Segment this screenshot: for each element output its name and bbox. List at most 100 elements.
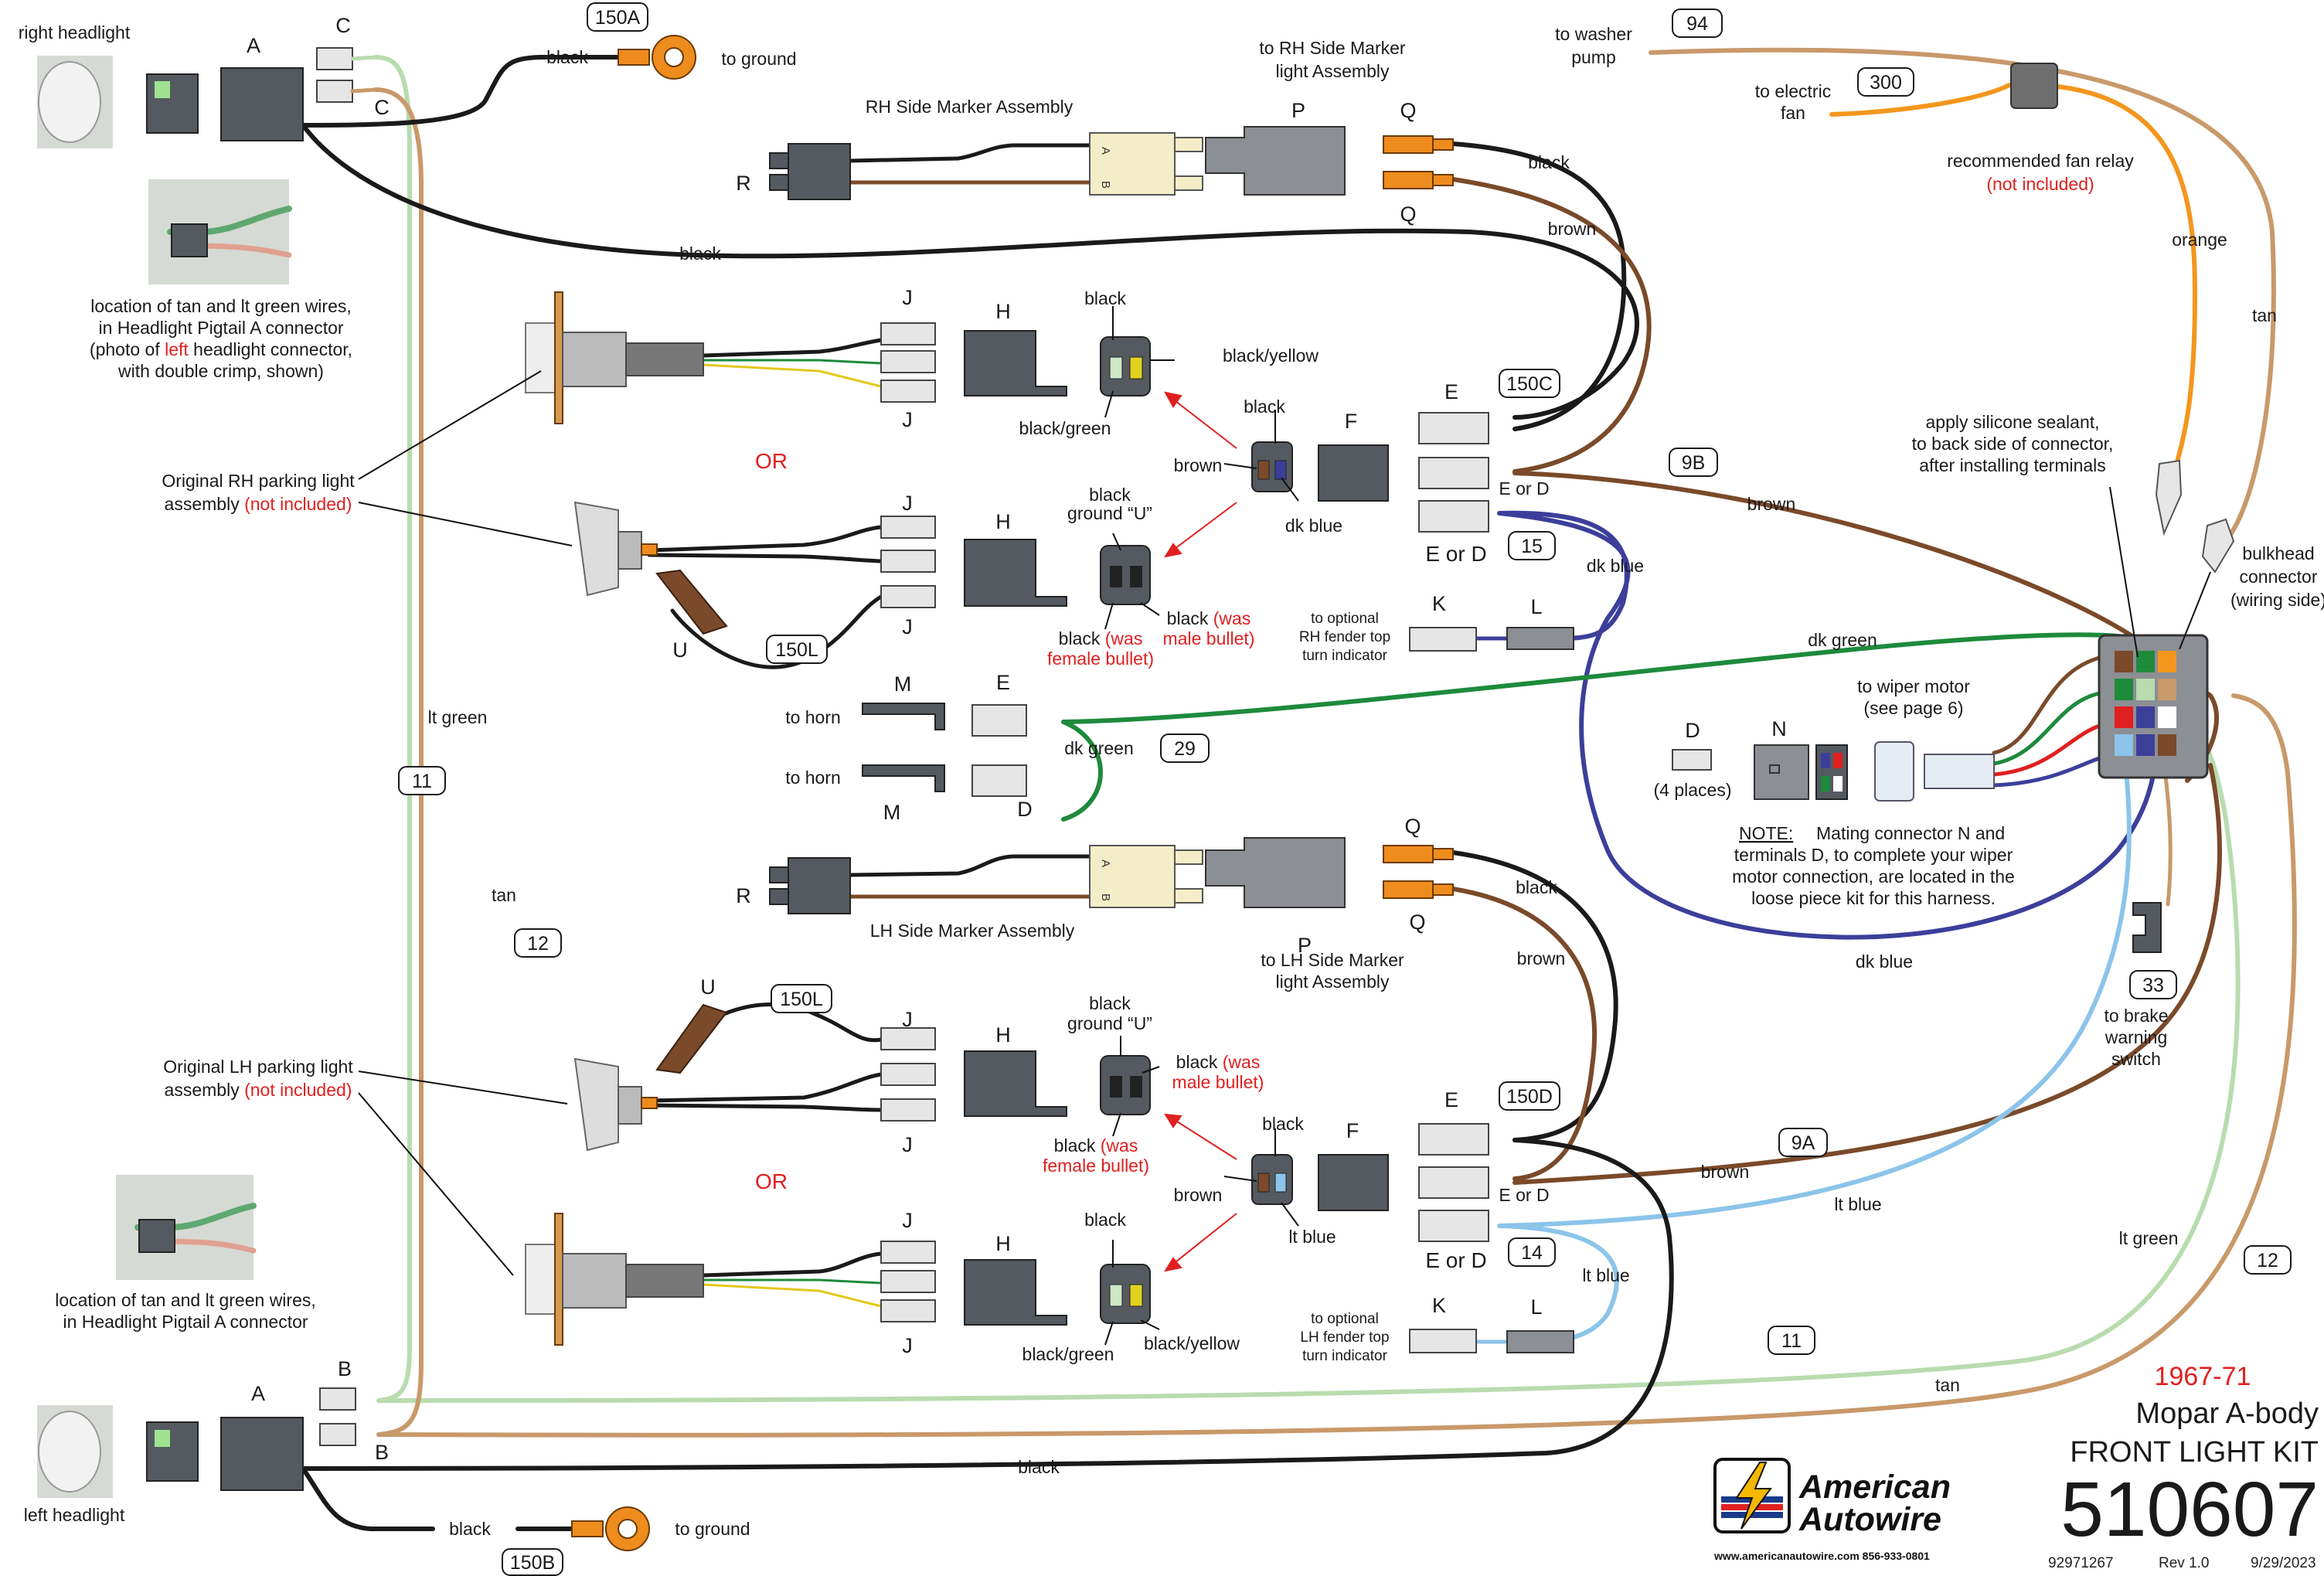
svg-text:P: P bbox=[1298, 934, 1312, 957]
rh-parkb-black1 bbox=[647, 525, 883, 553]
svg-text:RH Side Marker Assembly: RH Side Marker Assembly bbox=[866, 97, 1074, 117]
svg-text:NOTE:: NOTE: bbox=[1739, 823, 1793, 843]
svg-text:OR: OR bbox=[755, 449, 788, 473]
black-ground-top-wire bbox=[301, 55, 621, 128]
svg-text:D: D bbox=[1017, 798, 1033, 821]
brown-9a-wire bbox=[1512, 763, 2222, 1185]
svg-text:black: black bbox=[449, 1519, 491, 1539]
svg-text:29: 29 bbox=[1174, 738, 1196, 760]
svg-text:lt blue: lt blue bbox=[1834, 1194, 1881, 1214]
tag-12-bottom: 12 bbox=[2244, 1245, 2292, 1275]
svg-text:E or D: E or D bbox=[1499, 478, 1549, 499]
svg-text:J: J bbox=[902, 286, 913, 309]
tag-150l-rh: 150L bbox=[766, 635, 828, 664]
terminal-b2 bbox=[319, 1423, 356, 1446]
svg-text:LH fender top: LH fender top bbox=[1300, 1329, 1389, 1346]
svg-text:to ground: to ground bbox=[675, 1519, 750, 1539]
k-l-parts bbox=[1409, 627, 1574, 1353]
svg-text:loose piece kit for this harne: loose piece kit for this harness. bbox=[1751, 888, 1996, 908]
svg-text:B: B bbox=[1099, 181, 1112, 189]
svg-text:14: 14 bbox=[1521, 1242, 1543, 1264]
lh-park-green bbox=[702, 1278, 883, 1285]
svg-text:black: black bbox=[546, 47, 588, 67]
socket-lh-top bbox=[1100, 1055, 1151, 1115]
svg-text:black (was: black (was bbox=[1059, 628, 1143, 648]
svg-text:lt blue: lt blue bbox=[1288, 1227, 1336, 1247]
svg-text:Q: Q bbox=[1400, 99, 1416, 122]
svg-text:B: B bbox=[375, 1441, 389, 1464]
svg-text:(wiring side): (wiring side) bbox=[2230, 590, 2324, 610]
svg-text:F: F bbox=[1345, 410, 1358, 433]
title-year: 1967-71 bbox=[2154, 1362, 2251, 1391]
tag-12-top: 12 bbox=[514, 928, 562, 958]
svg-text:E or D: E or D bbox=[1425, 1248, 1486, 1272]
c1-tail bbox=[350, 55, 378, 61]
svg-text:A: A bbox=[251, 1382, 265, 1405]
svg-text:M: M bbox=[894, 672, 912, 696]
svg-text:assembly (not included): assembly (not included) bbox=[165, 1080, 352, 1100]
wires bbox=[301, 47, 2297, 1531]
svg-text:apply silicone sealant,: apply silicone sealant, bbox=[1925, 412, 2099, 432]
tag-150l-lh: 150L bbox=[771, 984, 832, 1013]
ground-ring-150a bbox=[618, 35, 696, 80]
svg-text:turn indicator: turn indicator bbox=[1302, 648, 1388, 664]
svg-text:(4 places): (4 places) bbox=[1654, 780, 1732, 800]
svg-text:black: black bbox=[1516, 877, 1557, 897]
rh-park-yellow bbox=[702, 363, 883, 388]
svg-text:motor connection, are located: motor connection, are located in the bbox=[1732, 866, 2015, 887]
svg-text:P: P bbox=[1291, 99, 1305, 122]
wiper-red bbox=[1992, 720, 2112, 777]
title-model: Mopar A-body bbox=[2135, 1397, 2319, 1430]
svg-text:orange: orange bbox=[2172, 230, 2227, 250]
j-terminal-groups bbox=[880, 322, 936, 1322]
j-group-1 bbox=[880, 322, 936, 403]
svg-text:terminals D, to complete your: terminals D, to complete your wiper bbox=[1734, 845, 2013, 865]
connector-a-bottom bbox=[220, 1417, 304, 1491]
svg-text:A: A bbox=[1099, 859, 1112, 867]
u-ground-plug bbox=[655, 569, 728, 635]
svg-text:with double crimp, shown): with double crimp, shown) bbox=[117, 361, 324, 381]
svg-text:K: K bbox=[1432, 1294, 1446, 1317]
svg-text:to wiper motor: to wiper motor bbox=[1857, 676, 1970, 696]
svg-text:to brake: to brake bbox=[2104, 1006, 2168, 1026]
wiper-brown bbox=[1992, 655, 2105, 755]
headlight-plug-icon bbox=[146, 73, 199, 134]
svg-text:33: 33 bbox=[2142, 975, 2164, 996]
american-autowire-logo bbox=[1713, 1458, 1791, 1533]
svg-text:M: M bbox=[883, 801, 901, 824]
logo-text-line1: American bbox=[1799, 1469, 1951, 1506]
black-ground-bottom-wire bbox=[301, 1466, 574, 1531]
svg-text:brown: brown bbox=[1517, 948, 1566, 968]
svg-text:L: L bbox=[1530, 1295, 1542, 1319]
socket-lh-bottom bbox=[1100, 1264, 1151, 1324]
svg-text:connector: connector bbox=[2239, 567, 2317, 587]
rh-pigtail-photo bbox=[148, 179, 292, 284]
tan-washer-wire bbox=[1649, 47, 2276, 543]
tag-11-top: 11 bbox=[398, 766, 446, 795]
svg-text:A: A bbox=[247, 34, 260, 57]
dk-blue-wire bbox=[1497, 510, 2159, 940]
svg-text:light Assembly: light Assembly bbox=[1275, 61, 1390, 81]
svg-text:LH Side Marker Assembly: LH Side Marker Assembly bbox=[870, 921, 1075, 941]
svg-text:C: C bbox=[335, 14, 351, 37]
svg-text:to optional: to optional bbox=[1311, 611, 1379, 627]
svg-text:ground “U”: ground “U” bbox=[1067, 503, 1152, 523]
lh-pigtail-photo bbox=[116, 1175, 257, 1280]
lh-parking-light-b bbox=[573, 1003, 728, 1152]
svg-text:dk blue: dk blue bbox=[1285, 516, 1342, 536]
wiper-connector-parts bbox=[1672, 741, 1995, 802]
black-main-bottom-wire bbox=[301, 1138, 1674, 1471]
svg-text:D: D bbox=[1685, 719, 1700, 742]
tag-150b: 150B bbox=[502, 1548, 563, 1576]
socket-lh-mid bbox=[1251, 1154, 1293, 1205]
rh-side-marker-wires bbox=[848, 143, 1100, 163]
tag-150c: 150C bbox=[1499, 369, 1560, 398]
svg-text:150A: 150A bbox=[595, 7, 641, 29]
svg-text:E or D: E or D bbox=[1425, 542, 1486, 566]
terminal-c1 bbox=[316, 47, 353, 70]
svg-text:tan: tan bbox=[2252, 305, 2277, 325]
headlight-lens-icon bbox=[38, 61, 101, 143]
headlight-plug-icon bbox=[146, 1421, 199, 1482]
horn-connectors bbox=[862, 703, 1027, 797]
